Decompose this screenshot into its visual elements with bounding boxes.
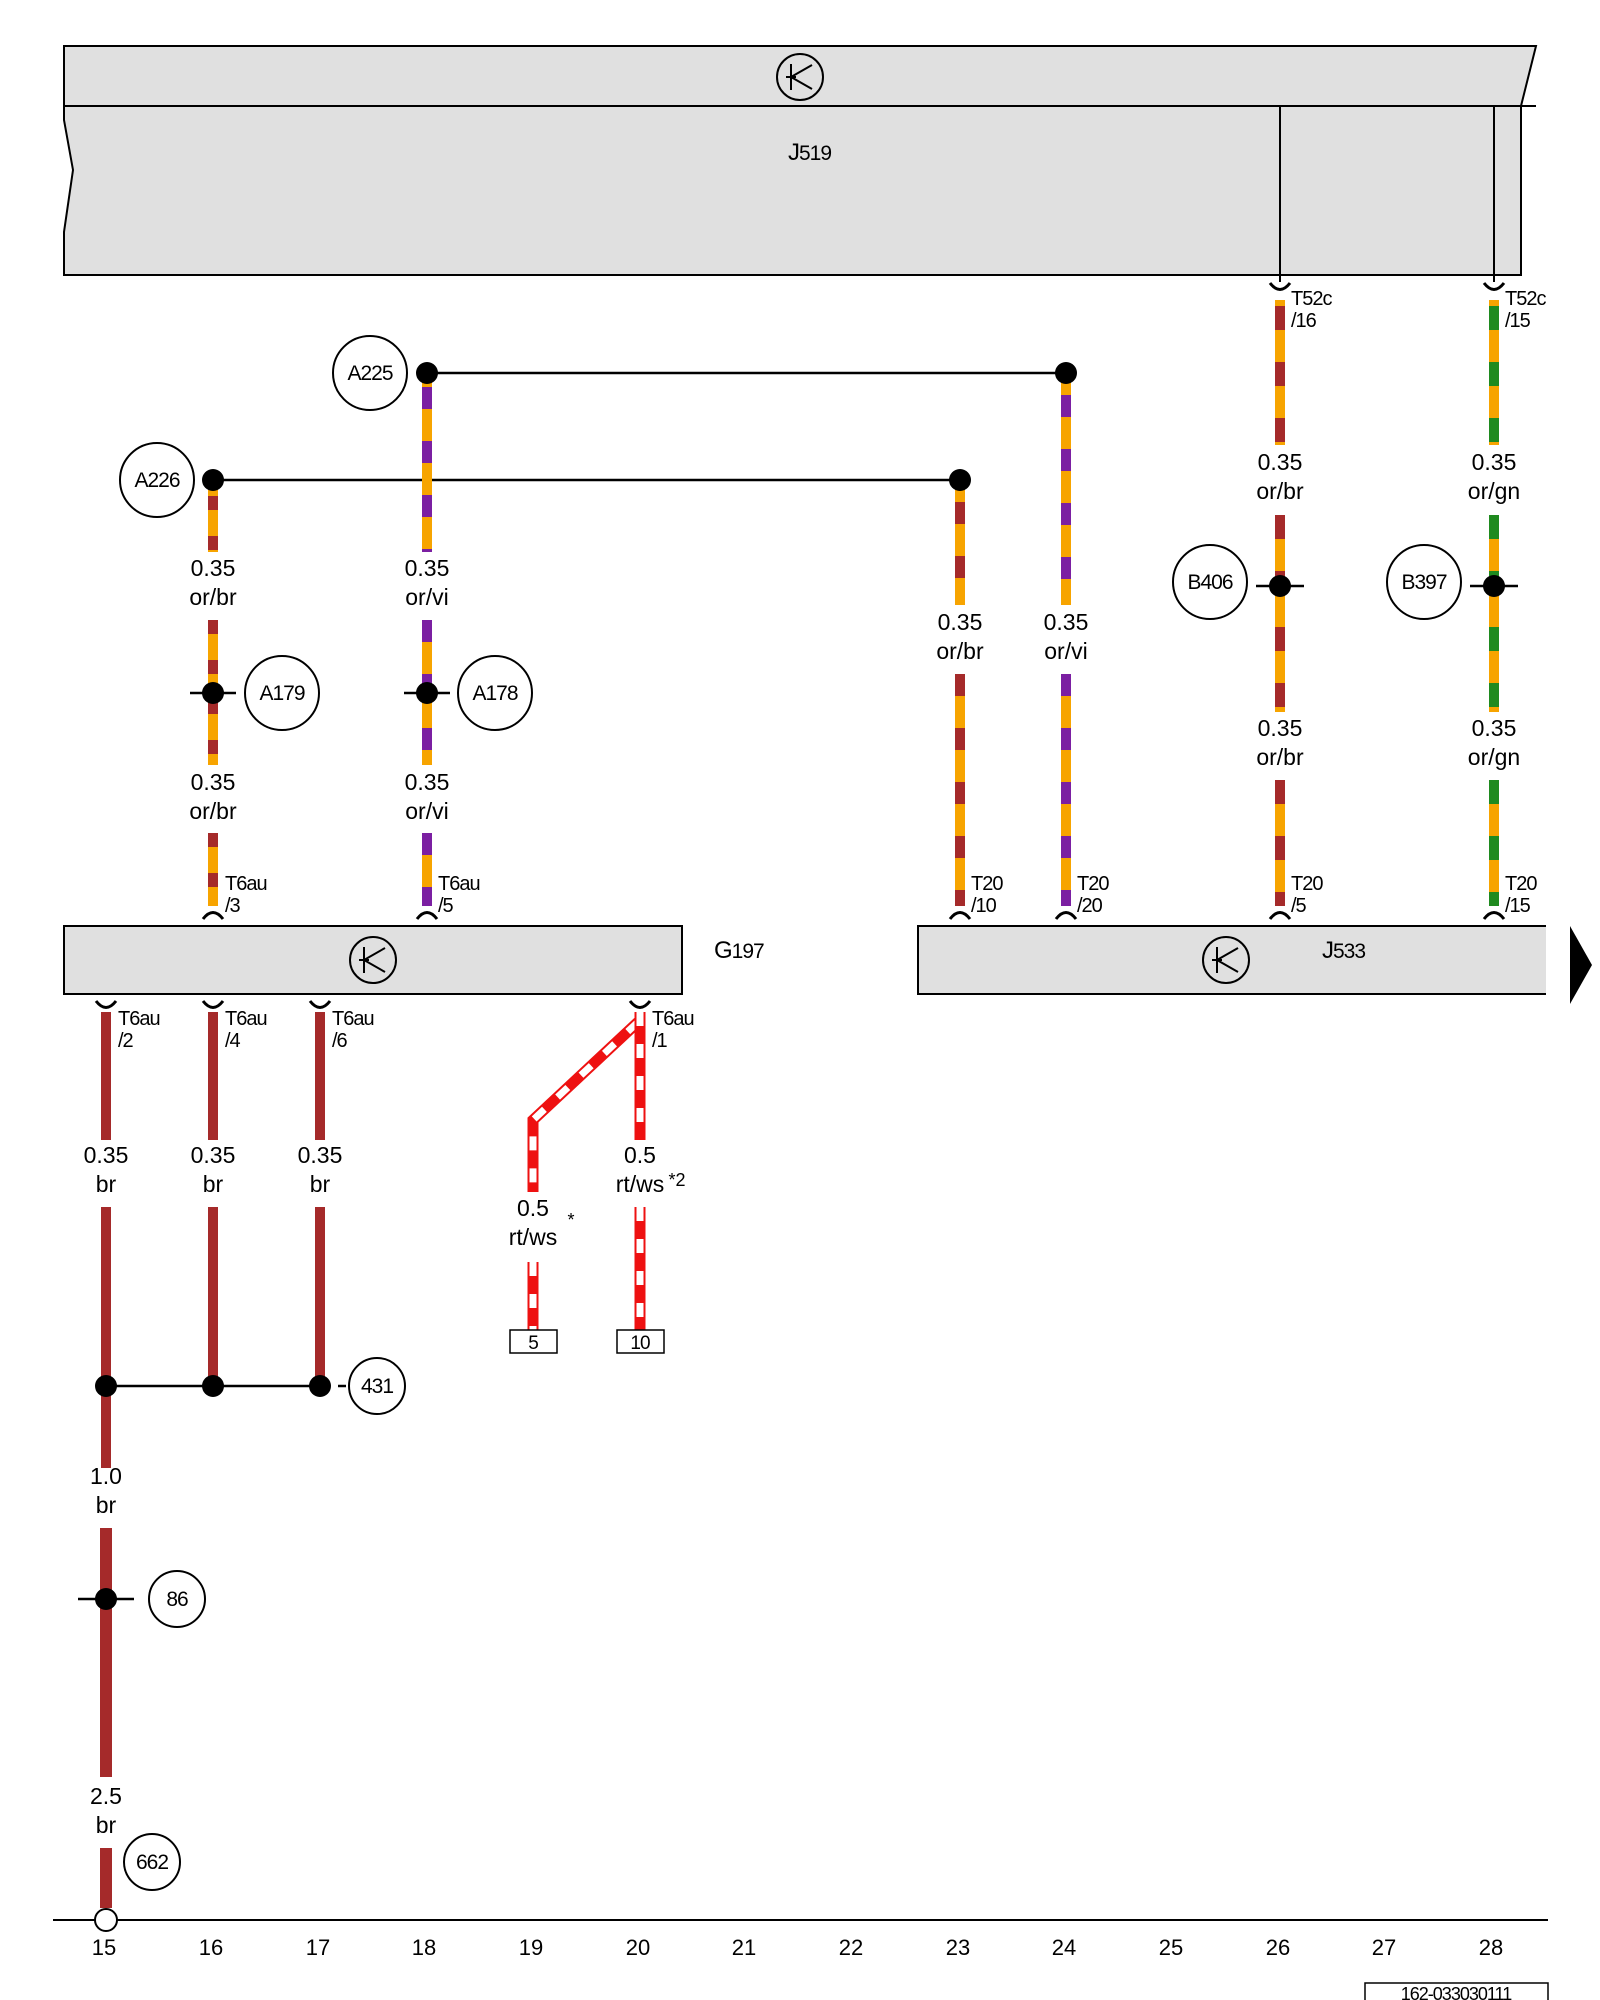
svg-text:0.5rt/ws: 0.5rt/ws [509,1195,558,1250]
pin-t52c-16: T52c/16 [1291,288,1332,332]
svg-text:0.5rt/ws: 0.5rt/ws [616,1142,665,1197]
ground-symbol-icon [349,936,397,984]
column-numbers: 15 16 17 18 19 20 21 22 23 24 25 26 27 2… [92,1935,1503,1960]
svg-text:A178: A178 [472,682,517,705]
svg-text:15: 15 [92,1935,116,1960]
svg-text:24: 24 [1052,1935,1076,1960]
continuation-arrow-icon[interactable] [1570,926,1592,1004]
pin-t6au-1: T6au/1 [652,1008,694,1052]
svg-text:20: 20 [626,1935,650,1960]
svg-text:17: 17 [306,1935,330,1960]
component-j533[interactable] [917,924,1566,998]
j533-label: J533 [1322,937,1365,964]
pin-t6au-4: T6au/4 [225,1008,267,1052]
pin-t20-15: T20/15 [1505,873,1537,917]
pin-t20-20: T20/20 [1077,873,1109,917]
svg-text:A225: A225 [347,362,392,385]
j519-label: J519 [788,139,831,166]
wire-rt-ws[interactable] [527,1017,642,1330]
connector-pin-icon [94,911,1506,1009]
ground-symbol-icon [1202,936,1250,984]
ground-symbol-icon [776,53,824,101]
svg-text:23: 23 [946,1935,970,1960]
g197-label: G197 [714,937,764,964]
pin-t20-5: T20/5 [1291,873,1323,917]
svg-text:*2: *2 [668,1170,685,1190]
pin-t20-10: T20/10 [971,873,1003,917]
svg-text:*: * [567,1210,574,1230]
svg-text:A226: A226 [134,469,179,492]
svg-text:B406: B406 [1187,571,1232,594]
svg-text:21: 21 [732,1935,756,1960]
svg-text:10: 10 [630,1333,650,1354]
svg-text:662: 662 [136,1851,168,1874]
svg-text:162-033030111: 162-033030111 [1401,1984,1512,2000]
connection-86[interactable]: 86 [148,1570,206,1628]
connection-a178[interactable]: A178 [457,655,533,731]
ground-point-icon [94,1908,118,1932]
svg-text:B397: B397 [1401,571,1446,594]
document-id: 162-033030111 [1364,1982,1549,2000]
svg-text:A179: A179 [259,682,304,705]
connection-b397[interactable]: B397 [1386,544,1462,620]
pin-t6au-3: T6au/3 [225,873,267,917]
svg-text:1.0br: 1.0br [90,1463,122,1518]
connector-pin-icon [1482,282,1506,291]
component-j519[interactable]: J519 [63,45,1538,276]
svg-text:27: 27 [1372,1935,1396,1960]
svg-text:28: 28 [1479,1935,1503,1960]
connection-a226[interactable]: A226 [119,442,195,518]
pin-t6au-2: T6au/2 [118,1008,160,1052]
svg-text:25: 25 [1159,1935,1183,1960]
svg-text:431: 431 [361,1375,393,1398]
reference-10[interactable]: 10 [616,1329,665,1354]
reference-5[interactable]: 5 [509,1329,558,1354]
svg-text:2.5br: 2.5br [90,1783,122,1838]
svg-text:86: 86 [166,1588,188,1611]
connector-pin-icon [1268,282,1292,291]
connection-662[interactable]: 662 [123,1833,181,1891]
svg-text:19: 19 [519,1935,543,1960]
pin-t6au-6: T6au/6 [332,1008,374,1052]
connection-a225[interactable]: A225 [332,335,408,411]
svg-text:5: 5 [528,1333,538,1354]
svg-text:18: 18 [412,1935,436,1960]
pin-t6au-5: T6au/5 [438,873,480,917]
connection-a179[interactable]: A179 [244,655,320,731]
svg-text:16: 16 [199,1935,223,1960]
svg-text:26: 26 [1266,1935,1290,1960]
connection-431[interactable]: 431 [348,1357,406,1415]
connection-b406[interactable]: B406 [1172,544,1248,620]
svg-text:22: 22 [839,1935,863,1960]
pin-t52c-15: T52c/15 [1505,288,1546,332]
